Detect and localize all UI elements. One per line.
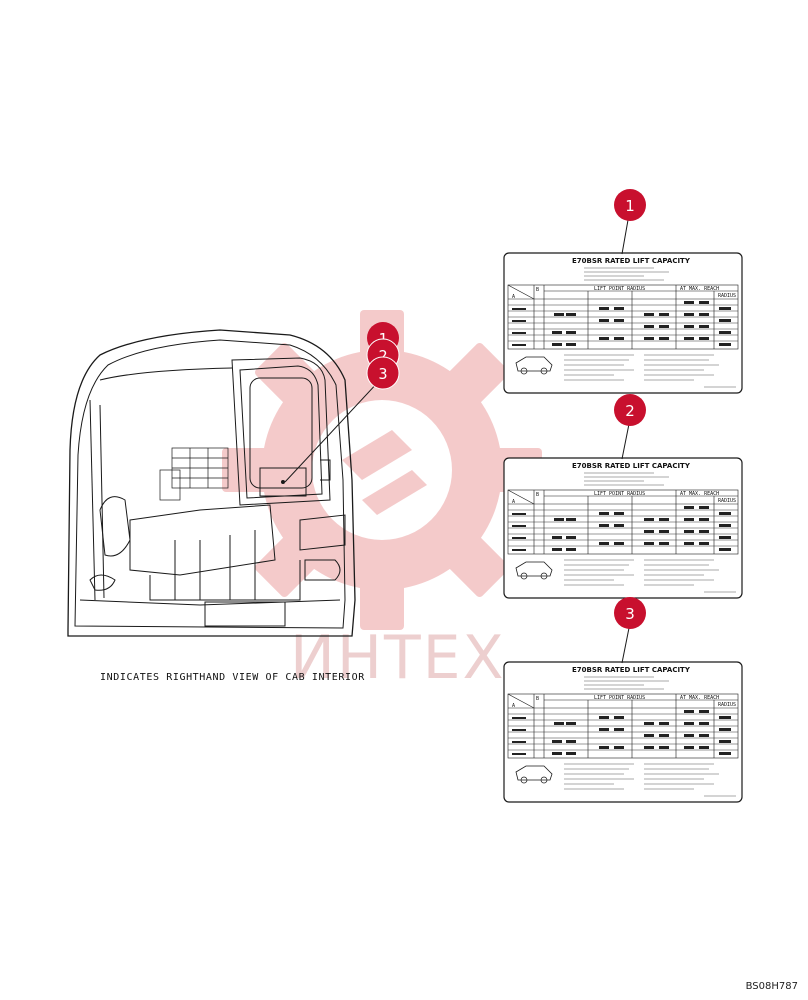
decal-3-col-a: A: [512, 703, 515, 709]
decal-3-lift-radius: LIFT POINT RADIUS: [594, 695, 645, 701]
decal-callout-2-label: 2: [625, 402, 635, 420]
decal-callout-3-label: 3: [625, 605, 635, 623]
decal-1-col-a: A: [512, 294, 515, 300]
decal-2-col-b: B: [536, 492, 539, 498]
decal-1-col-b: B: [536, 287, 539, 293]
decal-1-lift-radius: LIFT POINT RADIUS: [594, 286, 645, 292]
decal-location-box: [259, 467, 307, 497]
decal-1-max-reach: AT MAX. REACH: [680, 286, 719, 292]
decal-1-title-text: E70BSR RATED LIFT CAPACITY: [572, 257, 691, 265]
decal-2-col-a: A: [512, 499, 515, 505]
decal-3-radius: RADIUS: [718, 702, 736, 708]
decal-2-lift-radius: LIFT POINT RADIUS: [594, 491, 645, 497]
drawing-code: BS08H787: [745, 981, 798, 992]
decal-callout-1: 1: [614, 189, 646, 221]
decal-callout-3: 3: [614, 597, 646, 629]
cab-callout-2-label: 2: [378, 347, 387, 365]
cab-callout-stack: 1 2 3: [366, 322, 400, 390]
watermark: ИНТЕХ: [222, 310, 542, 693]
decal-3-title-text: E70BSR RATED LIFT CAPACITY: [572, 666, 691, 674]
decal-3-max-reach: AT MAX. REACH: [680, 695, 719, 701]
cab-callout-3: [366, 356, 400, 390]
decal-callout-2: 2: [614, 394, 646, 426]
decal-1: E70BSR RATED LIFT CAPACITY LIFT POINT RA…: [503, 252, 743, 394]
decal-1-radius: RADIUS: [718, 293, 736, 299]
watermark-gear-icon: [222, 310, 542, 630]
cab-interior-drawing: [67, 329, 356, 637]
decal-3-col-b: B: [536, 696, 539, 702]
cab-leader-line: [284, 379, 381, 483]
decal-2: LIFT POINT RADIUS AT MAX. REACH RADIUS A…: [503, 457, 743, 599]
decal-leader-lines: [621, 219, 630, 664]
watermark-text: ИНТЕХ: [290, 623, 506, 693]
decal-callout-1-label: 1: [625, 197, 635, 215]
figure-caption: INDICATES RIGHTHAND VIEW OF CAB INTERIOR: [100, 672, 365, 683]
decal-2-radius: RADIUS: [718, 498, 736, 504]
decal-2-max-reach: AT MAX. REACH: [680, 491, 719, 497]
cab-callout-3-label: 3: [378, 365, 387, 383]
decal-3: LIFT POINT RADIUS AT MAX. REACH RADIUS A…: [503, 661, 743, 803]
decal-2-title-text: E70BSR RATED LIFT CAPACITY: [572, 462, 691, 470]
